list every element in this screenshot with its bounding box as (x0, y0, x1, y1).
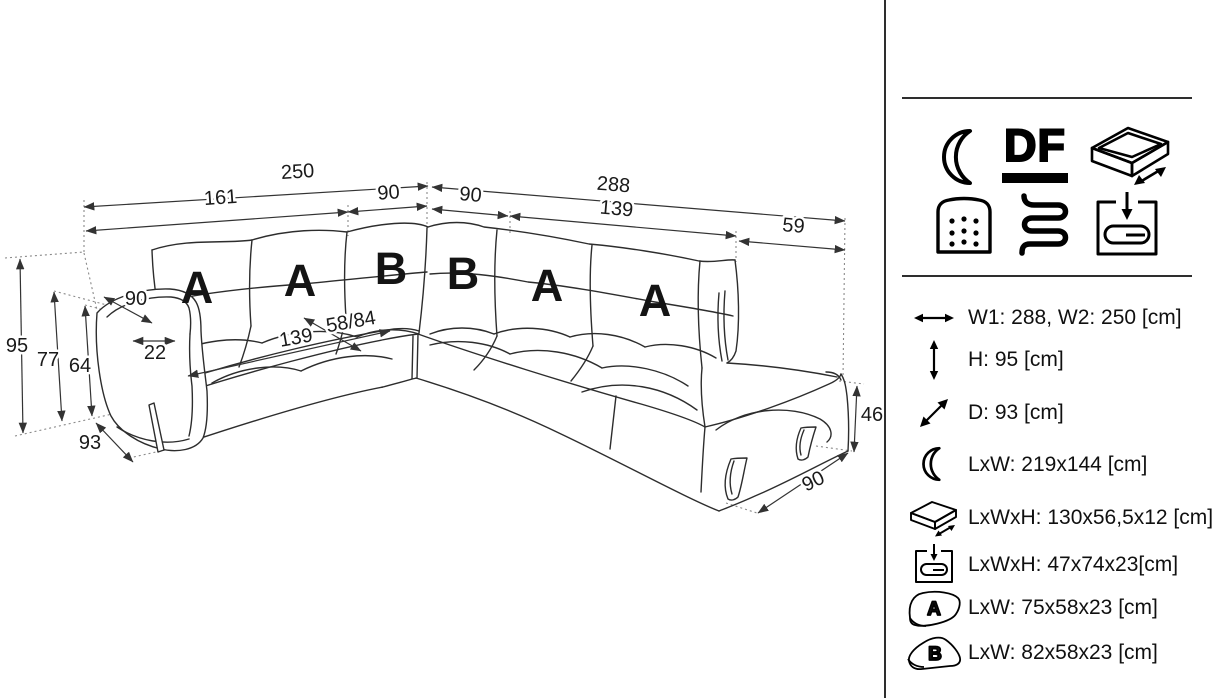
cushion-label-a3: A (531, 260, 564, 311)
dim-59: 59 (781, 214, 805, 238)
spring-icon (1012, 192, 1074, 263)
cushion-b-badge: B (928, 644, 942, 665)
dim-90-armrest: 90 (125, 288, 147, 310)
cushion-a-badge: A (927, 599, 941, 620)
dim-22: 22 (144, 342, 166, 364)
width-arrow-icon (900, 311, 968, 325)
cushion-label-a1: A (181, 262, 214, 313)
spec-depth-text: D: 93 [cm] (968, 401, 1064, 424)
cushion-label-b2: B (447, 248, 480, 299)
spec-cushion-a-text: LxW: 75x58x23 [cm] (968, 596, 1158, 619)
dim-288: 288 (596, 173, 631, 198)
depth-arrow-icon (900, 396, 968, 430)
drawer-box-icon (1088, 122, 1174, 199)
spec-row-cushion-b: B LxW: 82x58x23 [cm] (886, 631, 1214, 675)
cushion-b-icon: B (900, 633, 968, 673)
panel-divider-bottom (902, 275, 1192, 277)
df-sleep-function-label: DF (1002, 119, 1068, 183)
dimension-lines (15, 182, 861, 514)
cushion-a-icon: A (900, 586, 968, 630)
bedding-container-icon (1092, 190, 1162, 265)
dim-95: 95 (6, 335, 28, 357)
dim-139-top: 139 (599, 197, 634, 222)
df-text: DF (1003, 119, 1066, 172)
dim-90-bottom: 90 (799, 467, 829, 497)
height-arrow-icon (900, 340, 968, 380)
dim-64: 64 (69, 355, 91, 377)
spec-row-sleeping-area: LxW: 219x144 [cm] (886, 443, 1214, 487)
drawer-box-icon (900, 498, 968, 538)
sofa-diagram: 250 161 90 288 90 139 59 95 77 64 90 22 … (3, 158, 884, 514)
spec-cushion-b-text: LxW: 82x58x23 [cm] (968, 641, 1158, 664)
spec-row-drawer: LxWxH: 130x56,5x12 [cm] (886, 496, 1214, 540)
spec-row-cushion-a: A LxW: 75x58x23 [cm] (886, 586, 1214, 630)
dimension-labels: 250 161 90 288 90 139 59 95 77 64 90 22 … (3, 158, 884, 499)
cushion-label-a2: A (284, 255, 317, 306)
cushion-label-a4: A (639, 275, 672, 326)
panel-divider-top (902, 97, 1192, 99)
spec-row-container: LxWxH: 47x74x23[cm] (886, 543, 1214, 587)
dim-90-right: 90 (458, 183, 482, 207)
dim-77: 77 (37, 349, 59, 371)
dim-90-left: 90 (377, 181, 401, 204)
spec-row-height: H: 95 [cm] (886, 338, 1214, 382)
dim-161: 161 (203, 186, 238, 210)
spec-sleeping-area-text: LxW: 219x144 [cm] (968, 453, 1148, 476)
spec-container-text: LxWxH: 47x74x23[cm] (968, 553, 1179, 576)
bedding-container-icon (900, 544, 968, 586)
spec-drawer-text: LxWxH: 130x56,5x12 [cm] (968, 506, 1214, 529)
cushion-label-b1: B (375, 243, 408, 294)
info-panel: DF (884, 0, 1214, 698)
moon-icon (930, 126, 994, 195)
dim-139-seat: 139 (278, 324, 315, 351)
dim-250: 250 (280, 160, 315, 184)
spec-height-text: H: 95 [cm] (968, 348, 1064, 371)
spec-row-depth: D: 93 [cm] (886, 391, 1214, 435)
cushion-letters: A A B B A A (181, 243, 672, 326)
spec-width-text: W1: 288, W2: 250 [cm] (968, 306, 1182, 329)
moon-icon (900, 444, 968, 486)
dim-46: 46 (861, 404, 883, 426)
mattress-icon (932, 194, 996, 263)
spec-row-width: W1: 288, W2: 250 [cm] (886, 296, 1214, 340)
dim-93: 93 (79, 432, 101, 454)
